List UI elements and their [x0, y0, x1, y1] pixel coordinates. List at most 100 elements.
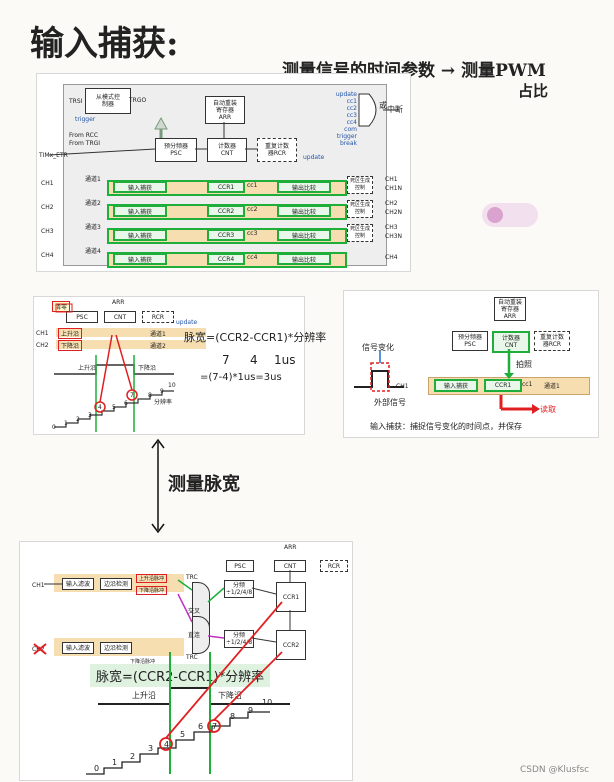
fig3-read-label: 读取 [540, 405, 556, 414]
pwmi-measure-diagram: ARR PSC CNT RCR CH1 CH2 输入滤波 边沿检测 输入滤波 边… [19, 541, 353, 781]
fig2-step-2: 2 [76, 416, 80, 423]
fig4-step-6: 6 [198, 722, 204, 731]
fig4-fall-pulse: 下降沿脉冲 [136, 586, 168, 595]
fig2-resolution-label: 分辨率 [154, 399, 173, 406]
ch1-lane: 通道1 [85, 176, 101, 183]
ch1-dt-line2: 控制 [354, 185, 365, 191]
ch2-pin: CH2 [41, 204, 54, 211]
rcr-box: 重复计数 器RCR [257, 138, 297, 162]
fig4-step-10: 10 [262, 698, 273, 707]
fig2-fall-tag: 下降沿 [58, 340, 83, 351]
ch4-input-capture: 输入捕获 [113, 253, 167, 265]
fig2-value-ccr2: 7 [222, 353, 230, 367]
fig2-ch2-tag: 通道2 [150, 343, 166, 350]
fig3-ccr1: CCR1 [484, 379, 522, 392]
fig3-caption: 输入捕获：捕捉信号变化的时间点，并保存 [370, 422, 522, 431]
fig1-wiring [48, 93, 399, 156]
ch3-output-compare: 输出比较 [277, 229, 331, 241]
ch3-lane: 通道3 [85, 224, 101, 231]
fig4-step-5: 5 [180, 730, 186, 739]
ch1-cc-flag: cc1 [247, 182, 258, 189]
ch3-input-capture: 输入捕获 [113, 229, 167, 241]
fig3-cnt-line2: CNT [504, 342, 518, 349]
fig2-rise-tag: 上升沿 [58, 328, 83, 339]
fig2-value-resolution: 1us [274, 353, 296, 367]
fig2-step-labels: 0 1 2 3 4 5 6 7 8 9 10 [52, 382, 176, 431]
fig3-rcr: 重复计数 器RCR [534, 331, 570, 351]
fig4-step-9: 9 [248, 706, 254, 715]
fig4-step-0: 0 [94, 764, 100, 773]
psc-box: 预分频器 PSC [155, 138, 197, 162]
fig2-ch2-bar [56, 340, 206, 349]
fig2-step-1: 1 [64, 420, 68, 427]
fig3-psc-line1: 预分频器 [457, 334, 482, 341]
ch3-deadtime: 死区生成 控制 [347, 224, 373, 242]
ch2-cc-flag: cc2 [247, 206, 258, 213]
fig2-value-ccr1: 4 [250, 353, 258, 367]
fig2-fall-label: 下降沿 [138, 365, 157, 372]
irq-cc3: cc3 [346, 112, 357, 119]
fig4-cross: 交叉 [188, 608, 201, 615]
ch2-ccr: CCR2 [207, 205, 245, 217]
note-line2: 占比 [518, 82, 549, 100]
ch3-ccr: CCR3 [207, 229, 245, 241]
fig4-trc-top: TRC [186, 574, 198, 581]
irq-source-list: update cc1 cc2 cc3 cc4 com trigger break [323, 91, 357, 147]
fig3-arr: 自动重装 寄存器 ARR [494, 297, 526, 321]
fig3-input-capture: 输入捕获 [434, 379, 478, 392]
arr-line3: ARR [218, 113, 232, 121]
fig4-wiring [33, 570, 291, 775]
ch1-out1: CH1 [385, 176, 398, 183]
pulse-width-example: 清零 ARR PSC CNT RCR update CH1 CH2 上升沿 下降… [33, 296, 326, 435]
fig2-step-6: 6 [124, 400, 128, 407]
irq-break: break [340, 140, 357, 147]
channel-row-2: CH2 通道2 输入捕获 CCR2 cc2 输出比较 死区生成 控制 CH2 C… [37, 198, 410, 220]
fig3-arrows [354, 349, 540, 414]
ch2-lane: 通道2 [85, 200, 101, 207]
psc-line1: 预分频器 [163, 143, 188, 150]
fig2-cnt: CNT [104, 311, 136, 323]
fig3-lane: 通道1 [544, 383, 560, 390]
ch3-cc-flag: cc3 [247, 230, 258, 237]
ai-assistant-badge[interactable] [482, 203, 538, 227]
irq-com: com [344, 126, 357, 133]
fig4-filter1: 输入滤波 [62, 578, 94, 590]
irq-update: update [335, 91, 357, 98]
measure-pulse-note: 测量脉宽 [168, 474, 240, 495]
fig3-signal-change: 信号变化 [362, 343, 394, 352]
fig4-mux-bottom [192, 616, 210, 654]
fig4-step-2: 2 [130, 752, 136, 761]
slave-mode-controller: 从模式控 制器 [85, 88, 131, 114]
fig2-ch1-tag: 通道1 [150, 331, 166, 338]
fig4-div2-line1: 分频 [232, 632, 245, 639]
cnt-box: 计数器 CNT [207, 138, 247, 162]
fig4-step-labels: 0 1 2 3 4 5 6 7 8 9 10 [90, 698, 290, 780]
ch1-pin: CH1 [41, 180, 54, 187]
fig2-update: update [176, 319, 198, 326]
ai-icon [487, 207, 503, 223]
trsi-label: TRSI [69, 98, 83, 105]
ch1-ccr: CCR1 [207, 181, 245, 193]
fig3-external-signal: 外部信号 [374, 398, 406, 407]
channel-rows: CH1 通道1 输入捕获 CCR1 cc1 输出比较 死区生成 控制 CH1 C… [37, 170, 410, 268]
fig4-direct: 直连 [188, 632, 201, 639]
irq-cc4: cc4 [346, 119, 357, 126]
fig4-rcr: RCR [320, 560, 348, 572]
ch2-out2: CH2N [385, 209, 403, 216]
page-heading: 输入捕获: [30, 24, 179, 64]
fig3-capture-label: 拍照 [516, 360, 532, 369]
fig4-edge2: 边沿检测 [100, 642, 132, 654]
ch1-input-capture: 输入捕获 [113, 181, 167, 193]
fig2-step-4: 4 [98, 404, 102, 411]
irq-cc2: cc2 [346, 105, 357, 112]
fig2-step-0: 0 [52, 424, 56, 431]
fig2-calc: =(7-4)*1us=3us [200, 372, 282, 383]
vertical-double-arrow [151, 438, 165, 534]
arr-line1: 自动重装 [212, 99, 237, 107]
fig4-rise-label: 上升沿 [132, 691, 156, 700]
fig4-step-7: 7 [212, 722, 218, 731]
fig4-step-1: 1 [112, 758, 118, 767]
fig3-arr-line2: 寄存器 [500, 305, 519, 313]
irq-cc1: cc1 [346, 98, 357, 105]
fig4-ccr1: CCR1 [276, 582, 306, 612]
